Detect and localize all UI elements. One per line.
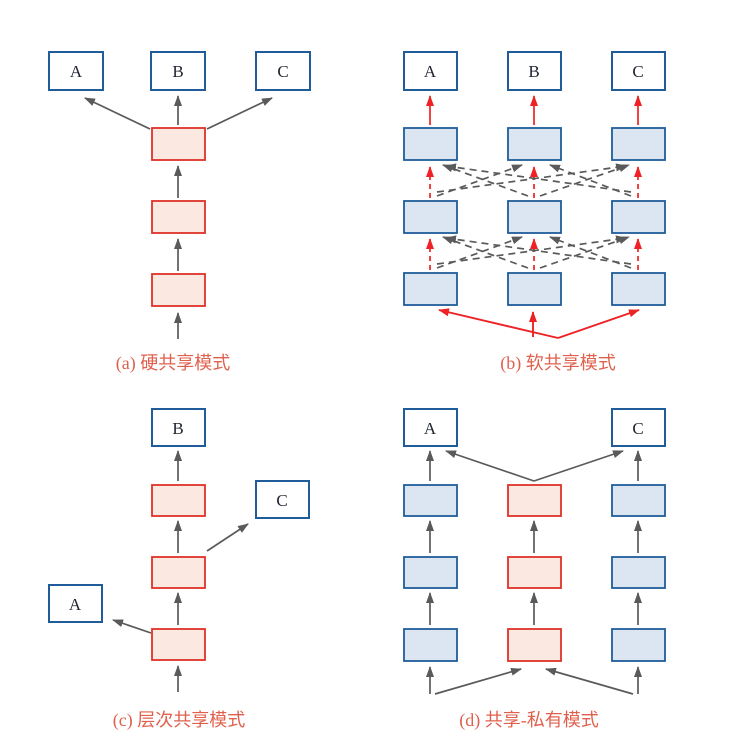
panel-c-shared-layer-2 — [151, 556, 206, 589]
panel-a-task-label-a: A — [70, 62, 83, 81]
panel-c-shared-layer-1 — [151, 628, 206, 661]
panel-b-cross-arrow-c-to-a-lower — [445, 235, 632, 265]
panel-b-cross-arrow-c-to-b-lower — [549, 236, 632, 269]
panel-a-task-label-b: B — [172, 62, 183, 81]
panel-d-shared-layer-1 — [507, 628, 562, 662]
panel-d-private-a-layer-1 — [403, 628, 458, 662]
panel-b-box-c-layer-3 — [611, 127, 666, 161]
panel-b-box-b-layer-2 — [507, 200, 562, 234]
panel-c-arrow-layer1-to-a — [112, 619, 152, 634]
panel-a-task-label-c: C — [277, 62, 288, 81]
panel-d-task-label-c: C — [632, 419, 643, 438]
panel-b-cross-arrow-a-to-c-lower — [436, 235, 627, 265]
panel-d-private-c-layer-1 — [611, 628, 666, 662]
panel-d-shared-private: A C (d) 共享-私有模式 — [403, 408, 666, 731]
panel-b-task-label-b: B — [528, 62, 539, 81]
panel-b-cross-arrow-c-to-a-upper — [445, 163, 632, 193]
panel-b-box-a-layer-2 — [403, 200, 458, 234]
panel-a-hard-sharing: A B C (a) 硬共享模式 — [48, 51, 311, 374]
panel-a-shared-layer-2 — [151, 200, 206, 234]
panel-b-box-c-layer-2 — [611, 200, 666, 234]
panel-a-task-box-c — [255, 51, 311, 91]
panel-d-input-arrow-shared-left — [434, 667, 522, 695]
panel-b-input-fan-left — [438, 308, 559, 339]
panel-a-shared-layer-1 — [151, 273, 206, 307]
panel-c-task-box-b — [151, 408, 206, 447]
panel-b-cross-arrow-b-to-a-upper — [442, 164, 529, 197]
panel-b-box-a-layer-1 — [403, 272, 458, 306]
panel-d-task-box-a — [403, 408, 458, 447]
panel-d-private-c-layer-3 — [611, 484, 666, 517]
panel-b-cross-arrow-a-to-b-lower — [436, 236, 523, 269]
panel-d-task-label-a: A — [424, 419, 437, 438]
panel-d-input-arrow-shared-right — [545, 667, 634, 695]
panel-c-arrow-layer2-to-c — [206, 523, 249, 552]
panel-c-shared-layer-3 — [151, 484, 206, 517]
panel-a-task-box-a — [48, 51, 104, 91]
panel-b-cross-arrow-a-to-b-upper — [436, 164, 523, 197]
panel-d-private-a-layer-3 — [403, 484, 458, 517]
panel-b-cross-arrow-c-to-b-upper — [549, 164, 632, 197]
panel-d-private-a-layer-2 — [403, 556, 458, 589]
panel-b-cross-arrow-a-to-c-upper — [436, 163, 627, 193]
panel-c-task-label-b: B — [172, 419, 183, 438]
panel-c-task-label-c: C — [276, 491, 287, 510]
panel-b-box-b-layer-1 — [507, 272, 562, 306]
panel-c-task-box-c — [255, 480, 310, 519]
panel-c-caption: (c) 层次共享模式 — [113, 710, 245, 731]
panel-b-cross-arrow-b-to-c-upper — [539, 164, 630, 197]
panel-d-private-c-layer-2 — [611, 556, 666, 589]
panel-b-box-c-layer-1 — [611, 272, 666, 306]
panel-c-task-box-a — [48, 584, 103, 623]
panel-b-soft-sharing: A B C (b) 软共享模式 — [403, 51, 666, 374]
panel-a-shared-layer-3 — [151, 127, 206, 161]
panel-d-shared-layer-2 — [507, 556, 562, 589]
panel-b-task-box-a — [403, 51, 458, 91]
panel-d-arrow-shared-to-a — [445, 450, 535, 482]
panel-b-task-label-a: A — [424, 62, 437, 81]
panel-d-caption: (d) 共享-私有模式 — [459, 710, 598, 731]
panel-b-task-box-b — [507, 51, 562, 91]
panel-d-shared-layer-3 — [507, 484, 562, 517]
panel-a-arrow-shared-to-c — [206, 97, 273, 130]
panel-d-task-box-c — [611, 408, 666, 447]
panel-b-caption: (b) 软共享模式 — [500, 353, 616, 374]
panel-d-arrow-shared-to-c — [533, 450, 624, 482]
panel-b-task-label-c: C — [632, 62, 643, 81]
panel-a-task-box-b — [150, 51, 206, 91]
panel-c-task-label-a: A — [69, 595, 82, 614]
panel-c-hierarchical-sharing: B C A (c) 层次共享模式 — [48, 408, 310, 731]
panel-b-box-b-layer-3 — [507, 127, 562, 161]
panel-b-task-box-c — [611, 51, 666, 91]
panel-a-caption: (a) 硬共享模式 — [116, 353, 230, 374]
panel-b-box-a-layer-3 — [403, 127, 458, 161]
panel-b-cross-arrow-b-to-a-lower — [442, 236, 529, 269]
panel-b-input-fan-right — [557, 309, 640, 339]
panel-b-cross-arrow-b-to-c-lower — [539, 236, 630, 269]
panel-a-arrow-shared-to-a — [84, 97, 151, 130]
